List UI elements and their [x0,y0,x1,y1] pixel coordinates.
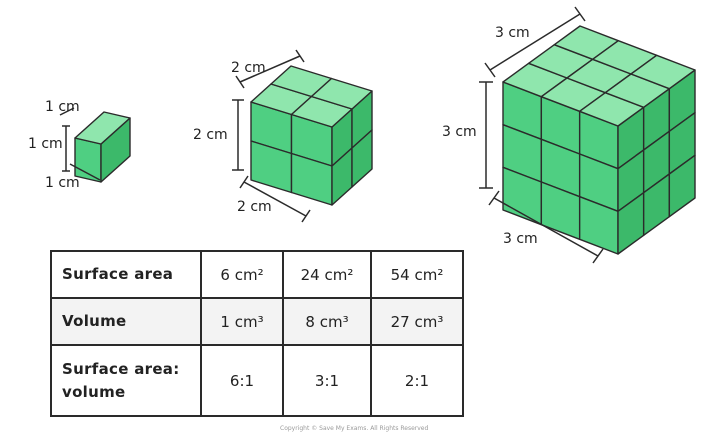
table-cell: 6:1 [200,344,284,417]
row-header-ratio: Surface area: volume [50,344,202,417]
table-row: Surface area: volume 6:1 3:1 2:1 [50,344,464,417]
ratio-table: Surface area 6 cm² 24 cm² 54 cm² Volume … [50,250,464,417]
small-cube-bottom-label: 1 cm [45,175,80,191]
medium-cube [250,65,373,206]
large-cube [502,25,696,255]
large-cube-left-label: 3 cm [442,124,477,140]
medium-cube-left-label: 2 cm [193,127,228,143]
table-cell: 8 cm³ [282,297,372,346]
table-row: Surface area 6 cm² 24 cm² 54 cm² [50,250,464,299]
medium-cube-top-label: 2 cm [231,60,266,76]
table-row: Volume 1 cm³ 8 cm³ 27 cm³ [50,297,464,346]
row-header-volume: Volume [50,297,202,346]
medium-cube-bottom-label: 2 cm [237,199,272,215]
table-cell: 6 cm² [200,250,284,299]
small-cube-dimensions [59,107,101,181]
copyright-notice: Copyright © Save My Exams. All Rights Re… [280,425,429,432]
row-header-surface-area: Surface area [50,250,202,299]
table-cell: 27 cm³ [370,297,464,346]
large-cube-bottom-label: 3 cm [503,231,538,247]
small-cube-top-label: 1 cm [45,99,80,115]
table-cell: 54 cm² [370,250,464,299]
large-cube-top-label: 3 cm [495,25,530,41]
small-cube-left-label: 1 cm [28,136,63,152]
table-cell: 1 cm³ [200,297,284,346]
large-cube-dimensions [479,6,604,264]
table-cell: 3:1 [282,344,372,417]
table-cell: 24 cm² [282,250,372,299]
table-cell: 2:1 [370,344,464,417]
small-cube [74,111,131,183]
medium-cube-dimensions [232,49,311,223]
